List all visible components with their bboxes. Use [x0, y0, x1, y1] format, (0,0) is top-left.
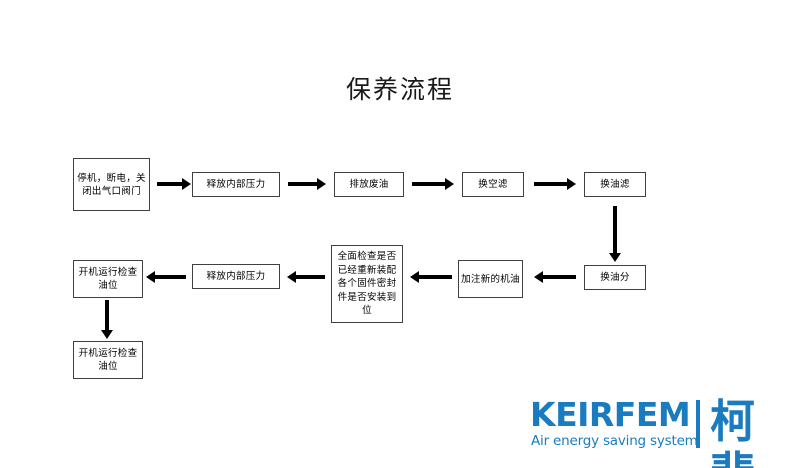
flow-node-label: 释放内部压力 — [206, 271, 266, 282]
flow-node-stop-machine[interactable]: 停机，断电，关闭出气口阀门 — [73, 158, 150, 211]
flow-node-label: 排放废油 — [349, 179, 389, 190]
flow-node-label: 加注新的机油 — [461, 273, 520, 285]
flow-node-change-oil-separator[interactable]: 换油分 — [584, 265, 646, 290]
arrow-shaft — [613, 206, 617, 253]
flow-node-label: 开机运行检查油位 — [78, 267, 138, 291]
flow-node-change-air-filter[interactable]: 换空滤 — [462, 172, 524, 197]
arrow-head-icon — [182, 178, 191, 190]
flow-node-release-pressure-1[interactable]: 释放内部压力 — [192, 172, 280, 197]
connector-arrow-left — [410, 271, 452, 283]
arrow-head-icon — [146, 271, 155, 283]
arrow-head-icon — [287, 271, 296, 283]
flow-node-full-inspection[interactable]: 全面检查是否已经重新装配各个固件密封件是否安装到位 — [331, 245, 403, 323]
arrow-shaft — [157, 182, 182, 186]
connector-arrow-left — [534, 271, 576, 283]
flow-node-label: 换空滤 — [478, 179, 508, 190]
arrow-head-icon — [101, 330, 113, 339]
logo-chinese-name: 柯斐 — [710, 395, 757, 468]
connector-arrow-right — [534, 178, 576, 190]
flow-node-label: 全面检查是否已经重新装配各个固件密封件是否安装到位 — [337, 251, 397, 317]
flow-node-label: 换油滤 — [600, 179, 630, 190]
flow-node-startup-check-oil-level-1[interactable]: 开机运行检查油位 — [73, 260, 143, 298]
connector-arrow-left — [287, 271, 325, 283]
connector-arrow-down — [101, 300, 113, 339]
arrow-head-icon — [317, 178, 326, 190]
arrow-head-icon — [445, 178, 454, 190]
flow-node-label: 停机，断电，关闭出气口阀门 — [77, 172, 146, 197]
connector-arrow-right — [412, 178, 454, 190]
flow-node-label: 开机运行检查油位 — [78, 348, 138, 372]
arrow-shaft — [105, 300, 109, 330]
arrow-head-icon — [534, 271, 543, 283]
flow-node-drain-waste-oil[interactable]: 排放废油 — [334, 172, 404, 197]
flow-node-add-new-oil[interactable]: 加注新的机油 — [458, 260, 523, 298]
connector-arrow-down — [609, 206, 621, 262]
arrow-shaft — [296, 275, 325, 279]
flow-node-change-oil-filter[interactable]: 换油滤 — [584, 172, 646, 197]
arrow-shaft — [543, 275, 576, 279]
logo-divider — [696, 400, 700, 448]
flow-node-startup-check-oil-level-2[interactable]: 开机运行检查油位 — [73, 341, 143, 379]
arrow-shaft — [155, 275, 186, 279]
arrow-head-icon — [410, 271, 419, 283]
arrow-shaft — [534, 182, 567, 186]
flow-node-label: 释放内部压力 — [206, 179, 266, 190]
arrow-head-icon — [609, 253, 621, 262]
connector-arrow-left — [146, 271, 186, 283]
arrow-shaft — [419, 275, 452, 279]
page-title: 保养流程 — [345, 75, 454, 104]
arrow-head-icon — [567, 178, 576, 190]
logo-wordmark: KEIRFEM — [530, 395, 691, 434]
flow-node-release-pressure-2[interactable]: 释放内部压力 — [192, 264, 280, 289]
brand-logo: KEIRFEM Air energy saving system 柯斐 — [530, 395, 788, 468]
arrow-shaft — [288, 182, 317, 186]
arrow-shaft — [412, 182, 445, 186]
flow-node-label: 换油分 — [600, 272, 630, 283]
connector-arrow-right — [157, 178, 191, 190]
connector-arrow-right — [288, 178, 326, 190]
logo-tagline: Air energy saving system — [531, 433, 698, 449]
